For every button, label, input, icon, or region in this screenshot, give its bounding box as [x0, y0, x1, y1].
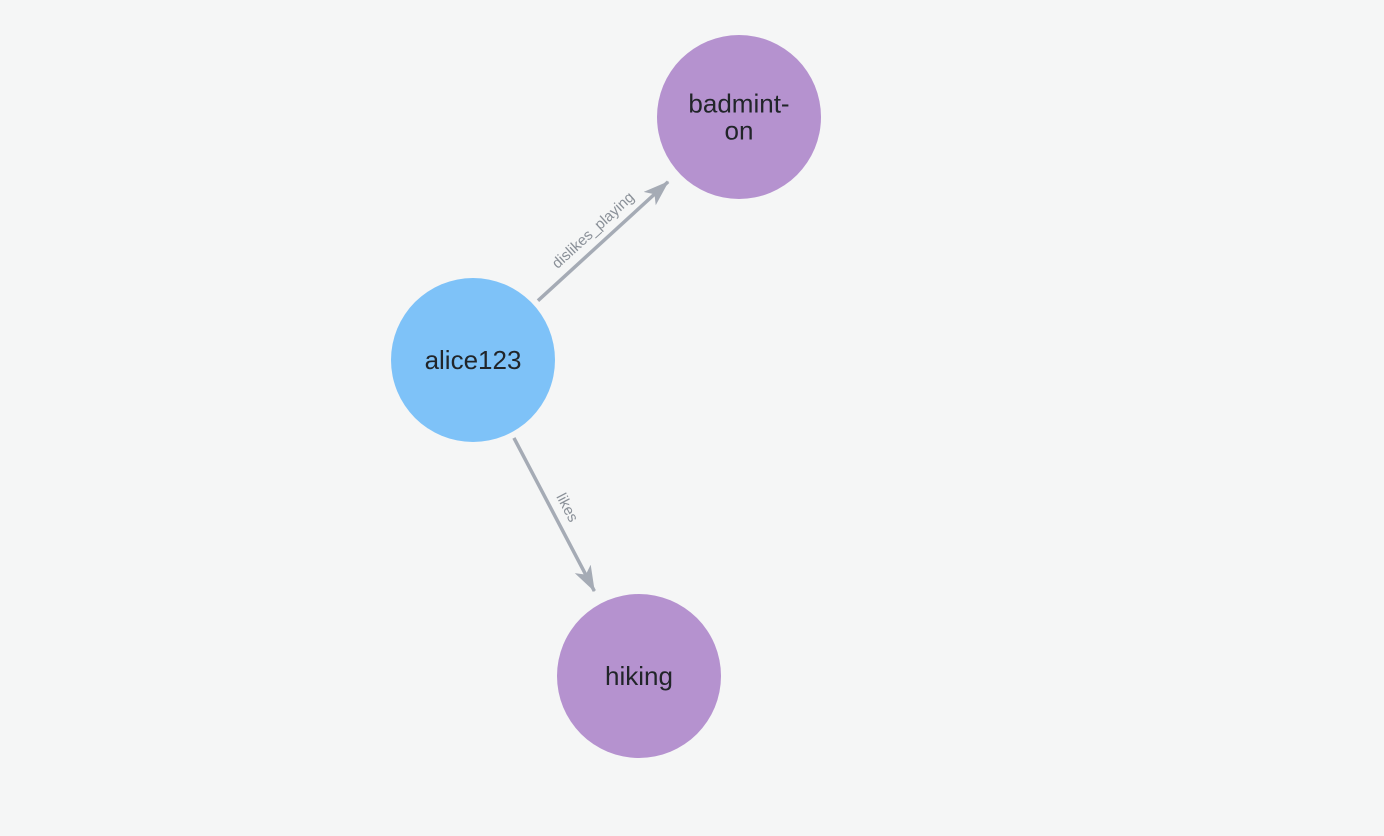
nodes-layer: alice123 badmint-on hiking	[391, 35, 821, 758]
edge-dislikes_playing[interactable]: dislikes_playing	[536, 180, 670, 302]
node-circle-alice123[interactable]	[391, 278, 555, 442]
node-alice123[interactable]: alice123	[391, 278, 555, 442]
node-hiking[interactable]: hiking	[557, 594, 721, 758]
node-circle-badminton[interactable]	[657, 35, 821, 199]
edge-line[interactable]	[536, 180, 670, 302]
edge-line[interactable]	[512, 437, 596, 592]
edge-label: dislikes_playing	[549, 189, 638, 272]
node-badminton[interactable]: badmint-on	[657, 35, 821, 199]
edge-likes[interactable]: likes	[512, 437, 596, 592]
node-circle-hiking[interactable]	[557, 594, 721, 758]
